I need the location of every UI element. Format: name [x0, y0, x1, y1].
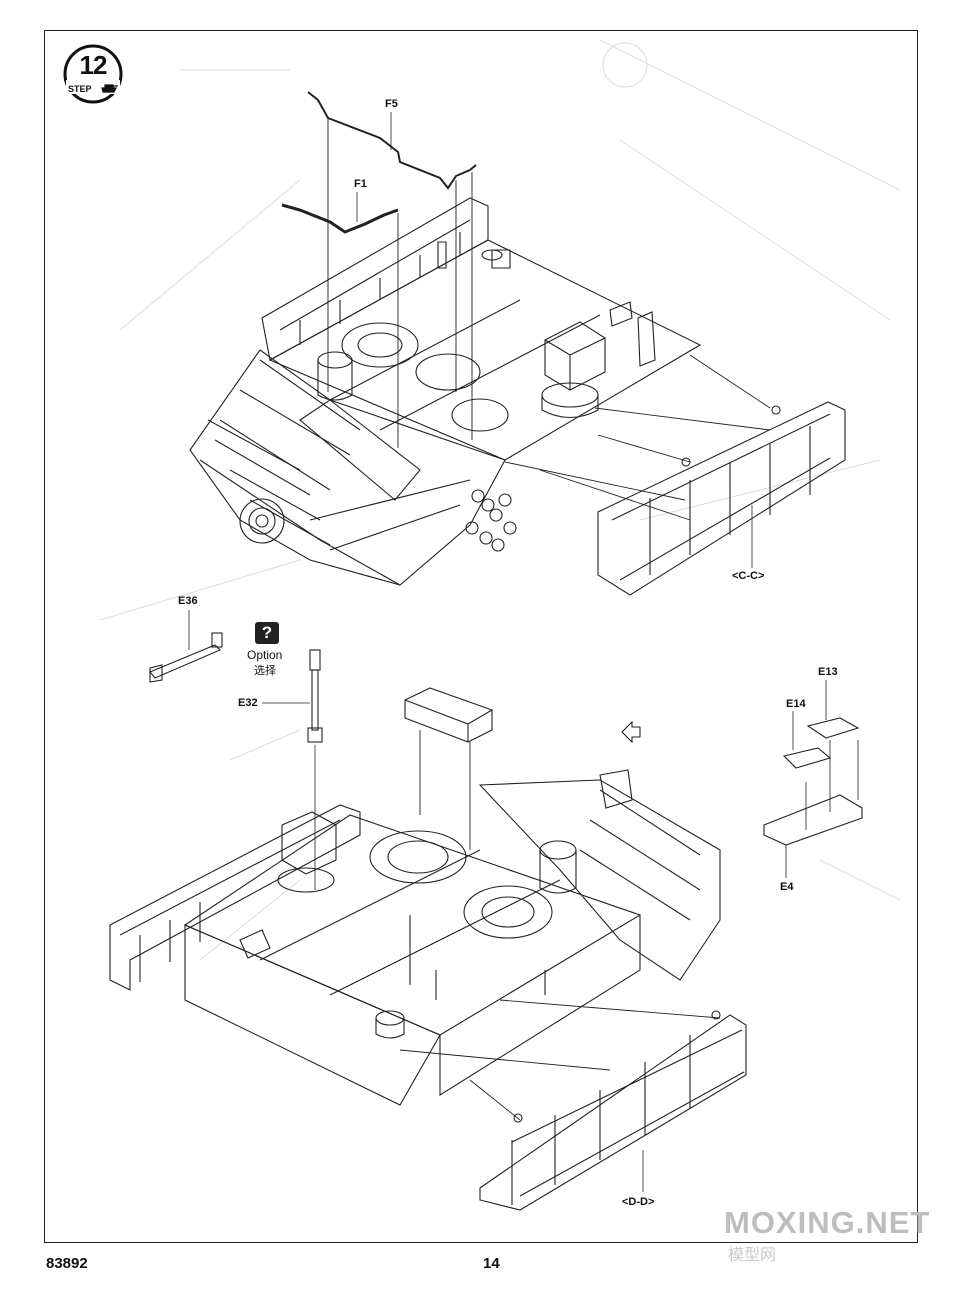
label-f5: F5 [385, 98, 398, 110]
upper-assembly-arrows [327, 118, 771, 521]
watermark-text: MOXING.NET [724, 1205, 931, 1240]
label-section-dd: <D-D> [622, 1196, 655, 1208]
upper-leader-lines [356, 112, 392, 222]
lower-turret-drawing [109, 687, 721, 1106]
product-code: 83892 [46, 1255, 88, 1272]
small-parts-e13-e14-e4 [763, 717, 863, 846]
step-badge: 12 STEP [60, 44, 126, 106]
part-f1-rail [281, 203, 399, 234]
step-number: 12 [79, 50, 108, 80]
smoke-launchers [465, 489, 517, 552]
label-e4: E4 [780, 881, 794, 893]
option-label: Option [247, 648, 283, 662]
label-e36: E36 [178, 595, 198, 607]
page-frame [44, 30, 918, 1243]
part-dd-side-plate [479, 1010, 747, 1211]
page-number: 14 [483, 1255, 500, 1272]
label-section-cc: <C-C> [732, 570, 765, 582]
watermark-text-cn: 模型网 [728, 1247, 777, 1264]
part-cc-side-plate [597, 401, 846, 596]
step-word: STEP [68, 84, 92, 94]
option-question-icon: ? [255, 622, 279, 644]
small-parts-leaders [785, 680, 827, 878]
label-f1: F1 [354, 178, 367, 190]
e32-leader [262, 702, 316, 890]
label-e32: E32 [238, 697, 258, 709]
label-e13: E13 [818, 666, 838, 678]
upper-turret-drawing [189, 197, 702, 586]
part-f5-rail [307, 91, 477, 190]
part-e32-drawing [307, 649, 323, 743]
label-e14: E14 [786, 698, 806, 710]
part-e36-drawing [149, 632, 223, 683]
lower-assembly-arrows [399, 730, 721, 1121]
view-direction-arrow [621, 720, 641, 744]
step-badge-circle [63, 44, 123, 104]
option-label-cn: 选择 [254, 665, 276, 677]
background-ghost-lines [99, 39, 901, 961]
